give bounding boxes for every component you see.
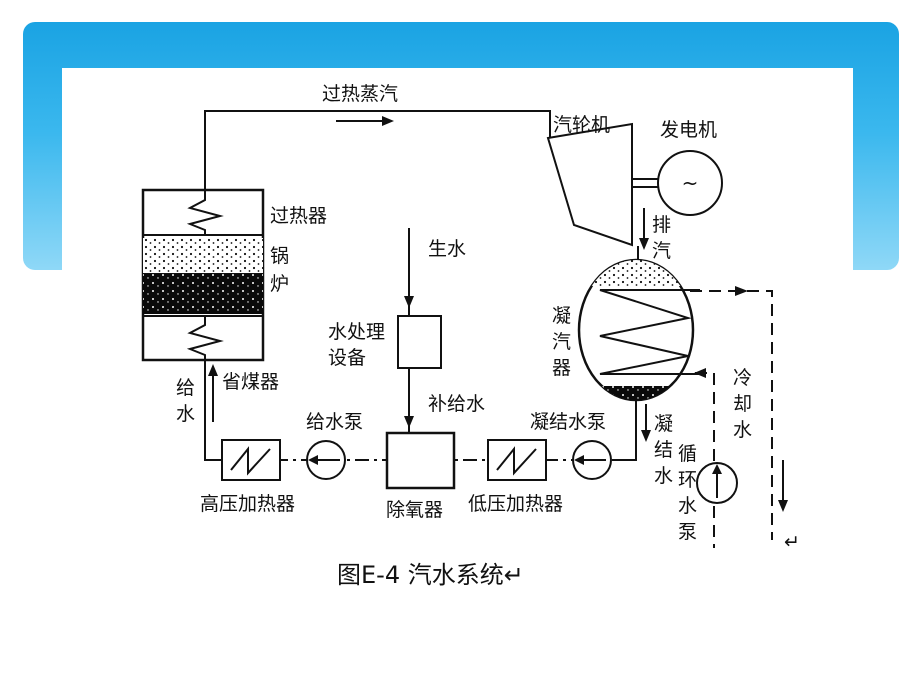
water-treatment-equipment bbox=[397, 315, 442, 369]
raw-water-label: 生水 bbox=[428, 238, 466, 260]
cooling-water-return-arrow bbox=[778, 500, 788, 512]
circ-pump-label-1: 循 bbox=[678, 443, 697, 465]
makeup-water-label: 补给水 bbox=[428, 393, 485, 415]
condenser-label-2: 汽 bbox=[552, 331, 571, 353]
feed-water-label-2: 水 bbox=[176, 403, 195, 425]
steam-turbine bbox=[546, 122, 633, 247]
condensate-label-2: 结 bbox=[654, 439, 673, 461]
exhaust-label-2: 汽 bbox=[652, 240, 671, 262]
circ-pump-label-2: 环 bbox=[678, 469, 697, 491]
cooling-water-inlet-line bbox=[695, 372, 715, 548]
condensate-label-3: 水 bbox=[654, 465, 673, 487]
feed-water-label-1: 给 bbox=[176, 377, 195, 399]
low-pressure-heater bbox=[487, 439, 547, 481]
lp-heater-label: 低压加热器 bbox=[468, 493, 563, 515]
return-mark: ↵ bbox=[784, 531, 800, 553]
deaerator-label: 除氧器 bbox=[386, 499, 443, 521]
superheated-steam-pipe bbox=[204, 110, 551, 190]
boiler bbox=[141, 188, 265, 362]
condensate-label-1: 凝 bbox=[654, 413, 673, 435]
condenser-label-3: 器 bbox=[552, 357, 571, 379]
boiler-label-2: 炉 bbox=[270, 273, 289, 295]
cooling-water-inlet-arrow bbox=[694, 368, 706, 378]
generator bbox=[657, 150, 723, 216]
superheater-label: 过热器 bbox=[270, 205, 327, 227]
exhaust-label-1: 排 bbox=[652, 214, 671, 236]
superheater-coil bbox=[186, 190, 224, 235]
figure-caption: 图E-4 汽水系统↵ bbox=[337, 561, 524, 589]
water-treatment-label-2: 设备 bbox=[328, 347, 366, 369]
circ-pump-label-4: 泵 bbox=[678, 521, 697, 543]
hp-heater-label: 高压加热器 bbox=[200, 493, 295, 515]
high-pressure-heater bbox=[221, 439, 281, 481]
cooling-water-label-2: 却 bbox=[733, 393, 752, 415]
condenser bbox=[577, 258, 700, 402]
boiler-label-1: 锅 bbox=[270, 245, 289, 267]
feed-water-pipe bbox=[204, 360, 220, 461]
superheated-steam-label: 过热蒸汽 bbox=[322, 83, 398, 105]
condensate-pipe bbox=[612, 400, 637, 461]
condensate-pump-label: 凝结水泵 bbox=[530, 411, 606, 433]
condenser-cooling-coil bbox=[599, 289, 700, 375]
cooling-water-label-3: 水 bbox=[733, 419, 752, 441]
condenser-label-1: 凝 bbox=[552, 305, 571, 327]
cooling-water-outlet-line bbox=[690, 290, 773, 540]
water-treatment-label-1: 水处理 bbox=[328, 321, 385, 343]
deaerator bbox=[385, 431, 456, 490]
steam-flow-arrowhead bbox=[382, 116, 394, 126]
feed-water-arrowhead bbox=[208, 364, 218, 376]
economizer-coil bbox=[186, 316, 224, 360]
circ-pump-label-3: 水 bbox=[678, 495, 697, 517]
generator-label: 发电机 bbox=[660, 119, 717, 141]
cooling-water-label-1: 冷 bbox=[733, 367, 752, 389]
generator-symbol: ~ bbox=[682, 171, 699, 195]
turbine-label: 汽轮机 bbox=[553, 114, 610, 136]
feed-pump-label: 给水泵 bbox=[306, 411, 363, 433]
economizer-label: 省煤器 bbox=[222, 371, 279, 393]
